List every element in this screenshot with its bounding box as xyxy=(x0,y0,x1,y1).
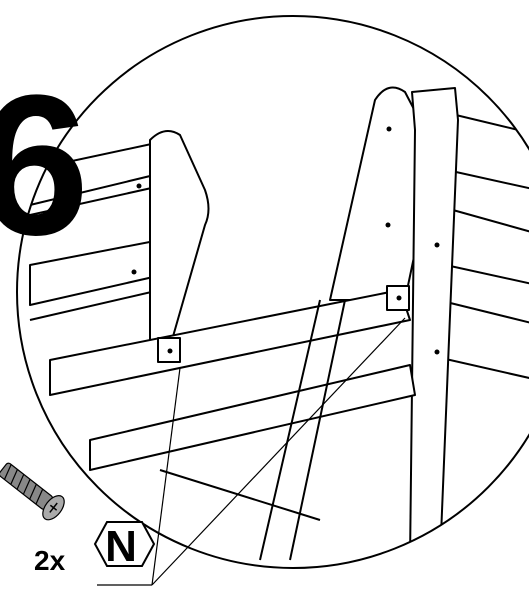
front-rail xyxy=(49,289,411,396)
lower-rail xyxy=(89,364,416,471)
detail-circle xyxy=(16,15,529,569)
detail-view xyxy=(29,86,529,561)
screw-icon xyxy=(0,462,65,521)
part-hexagon xyxy=(93,521,156,567)
screw-holes xyxy=(131,126,440,355)
hardware-quantity: 2x xyxy=(34,545,66,576)
step-number: 6 xyxy=(0,54,90,277)
callout-lines xyxy=(97,317,406,586)
hardware-part-letter: N xyxy=(105,522,137,571)
left-post xyxy=(149,130,210,341)
